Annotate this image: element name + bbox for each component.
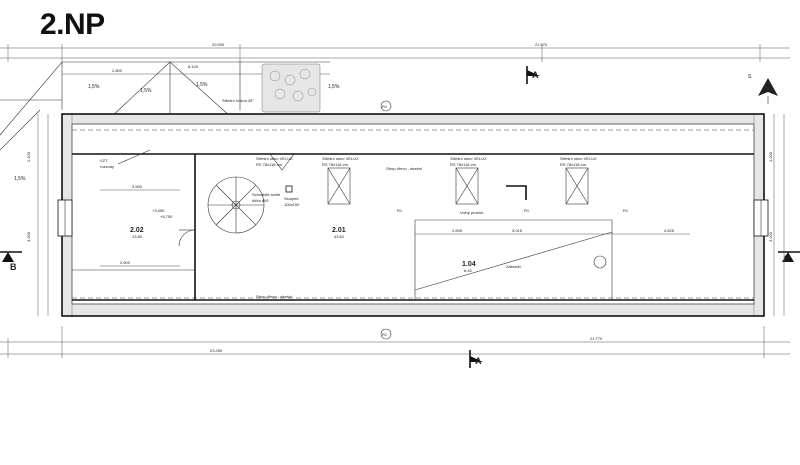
svg-text:R1: R1 (524, 208, 530, 213)
bottom-dimension-lines: 23.250 21.770 (0, 326, 790, 358)
skylight-1-title: Střešní okno VELUX (322, 156, 359, 161)
north-arrow-icon: S (748, 74, 778, 104)
skylight-3-title: Střešní okno VELUX (560, 156, 597, 161)
roof-slope-note: Střešní rovina 45° (222, 98, 254, 103)
roof-pitch-far-left: 1,5% (14, 176, 26, 182)
skylight-2-size: RS 78x118 cm (450, 162, 477, 167)
svg-text:S: S (748, 74, 752, 80)
room-2-02-number: 2.02 (130, 227, 144, 234)
roof-pitch-left: 1,5% (88, 84, 100, 90)
dim-top-total: 20.900 (212, 42, 225, 47)
roof-texture-patch (261, 63, 321, 113)
vzt-note: VZT (100, 158, 108, 163)
section-marker-b-right: B (778, 251, 800, 264)
roof-pitch-right: 1,5% (196, 82, 208, 88)
room-1-04: 1.04 8,45 (462, 261, 476, 273)
skylight-0: Střešní okno VELUX RS 78x118 cm (256, 153, 295, 171)
dim-right-a: 1.200 (768, 151, 773, 162)
dim-bottom-right: 21.770 (590, 336, 603, 341)
dim-right-b: 3.200 (768, 231, 773, 242)
r-mark-bottom: R1 (382, 332, 388, 337)
section-marker-a-top: A (526, 66, 540, 84)
void-label: Volný prostor (460, 210, 484, 215)
skylight-3: Střešní okno VELUX RS 78x118 cm (560, 156, 597, 205)
gable-window-right (753, 199, 769, 237)
post-size: 100x100 (284, 202, 300, 207)
axis-b-left: B (10, 262, 17, 272)
post-label: Sloupek (284, 196, 298, 201)
roof-pitch-mid: 1,5% (140, 88, 152, 94)
dim-top-mid-seg: 8.100 (188, 64, 199, 69)
axis-b-right: B (784, 254, 791, 264)
room-1-04-number: 1.04 (462, 261, 476, 268)
wood-floor-label: Strop dřevo - strešní (386, 166, 423, 171)
top-dimension-lines: 20.900 21.570 2.800 8.100 (0, 42, 790, 75)
dim-inner-b: 3.015 (512, 228, 523, 233)
skylight-2-title: Střešní okno VELUX (450, 156, 487, 161)
dim-inner-a: 2.835 (452, 228, 463, 233)
room-2-01-number: 2.01 (332, 227, 346, 234)
vzt-sub: rozvody (100, 164, 114, 169)
r-mark-top: R1 (382, 104, 388, 109)
room-2-02-area: 13,80 (132, 234, 143, 239)
gable-window-left (57, 199, 73, 237)
skylight-3-size: RS 78x118 cm (560, 162, 587, 167)
dim-top-left-seg: 2.800 (112, 68, 123, 73)
room-1-04-area: 8,45 (464, 268, 473, 273)
dim-left-a: 2.100 (26, 151, 31, 162)
svg-text:R1: R1 (623, 208, 629, 213)
room-2-01-area: 43,62 (334, 234, 345, 239)
height-2: +5,750 (160, 214, 173, 219)
skylight-1-size: RS 78x118 cm (322, 162, 349, 167)
section-marker-a-bottom: A (469, 350, 483, 368)
roof-outline: 1,5% 1,5% 1,5% 1,5% 1,5% Střešní rovina … (0, 61, 340, 182)
dim-room-depth: 3.500 (132, 184, 143, 189)
annotations: VZT rozvody Strop dřevo - strešní Strop … (100, 100, 629, 340)
skylight-1: Střešní okno VELUX RS 78x118 cm (322, 156, 359, 205)
roof-pitch-top: 1,5% (328, 84, 340, 90)
lower-wood-label: Strop dřevo - strešní (256, 294, 293, 299)
section-marker-b-left: B (0, 251, 22, 272)
spiral-stair-icon: Schodiště točité šířka 800 (207, 176, 281, 234)
skylight-2: Střešní okno VELUX RS 78x118 cm (450, 156, 487, 205)
height-1: +3,450 (152, 208, 165, 213)
svg-text:R1: R1 (397, 208, 403, 213)
door-swing-icon (178, 229, 196, 247)
axis-a-top: A (532, 70, 539, 80)
dim-top-right: 21.570 (535, 42, 548, 47)
axis-a-bottom: A (475, 356, 482, 366)
railing-label: Zábradlí (506, 264, 522, 269)
skylight-0-title: Střešní okno VELUX (256, 156, 293, 161)
dim-inner-c: 4.625 (664, 228, 675, 233)
inner-dimension-lines: 2.835 3.015 4.625 2.600 3.500 (100, 184, 690, 267)
room-2-02: 2.02 13,80 (130, 227, 144, 239)
skylight-0-size: RS 78x118 cm (256, 162, 283, 167)
interior-partitions (72, 153, 754, 301)
dim-bottom-total: 23.250 (210, 348, 223, 353)
floor-title: 2.NP (40, 8, 105, 41)
room-2-01: 2.01 43,62 (332, 227, 346, 239)
dim-room-width: 2.600 (120, 260, 131, 265)
side-dimension-lines: 2.100 3.200 1.200 3.200 (26, 114, 785, 316)
post-marker: Sloupek 100x100 (284, 185, 300, 207)
stair-sub: šířka 800 (252, 198, 269, 203)
dim-left-b: 3.200 (26, 231, 31, 242)
stair-note: Schodiště točité (252, 192, 281, 197)
